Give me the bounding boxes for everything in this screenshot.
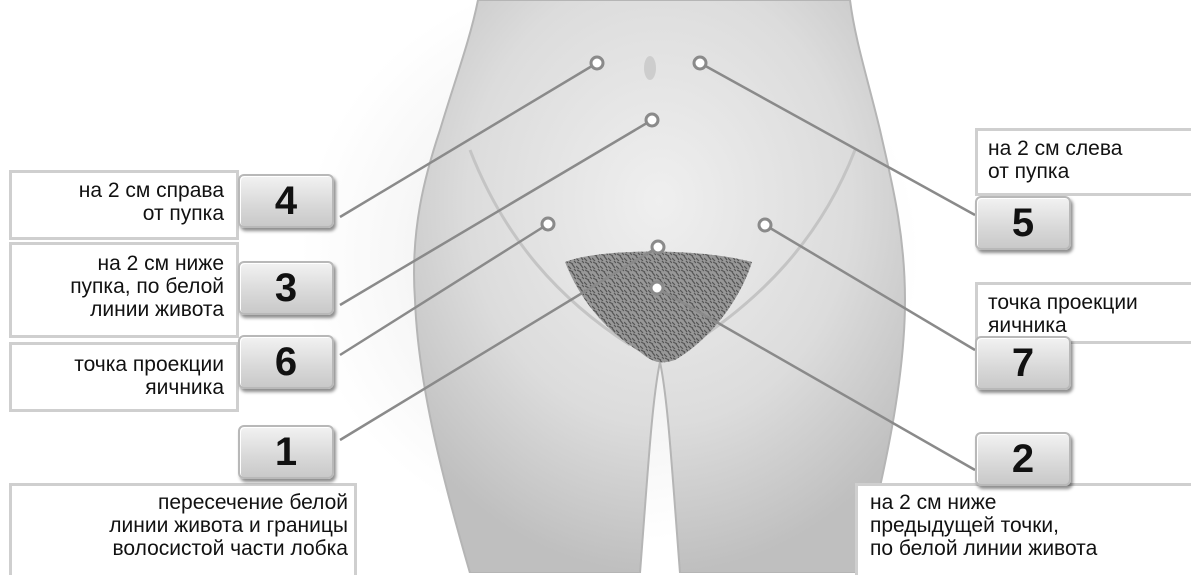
- point-3: [646, 114, 658, 126]
- label-4: на 2 см справа от пупка: [9, 170, 239, 240]
- label-2: на 2 см ниже предыдущей точки, по белой …: [855, 483, 1191, 575]
- navel: [644, 56, 656, 80]
- point-5: [694, 57, 706, 69]
- label-6: точка проекции яичника: [9, 342, 239, 412]
- badge-5: 5: [975, 196, 1071, 250]
- point-4: [591, 57, 603, 69]
- point-2: [651, 282, 663, 294]
- badge-2: 2: [975, 432, 1071, 486]
- point-6: [542, 218, 554, 230]
- label-1: пересечение белой линии живота и границы…: [9, 483, 357, 575]
- badge-7: 7: [975, 336, 1071, 390]
- label-7: точка проекции яичника: [975, 282, 1191, 344]
- point-1: [652, 241, 664, 253]
- badge-3: 3: [238, 261, 334, 315]
- badge-6: 6: [238, 335, 334, 389]
- label-3: на 2 см ниже пупка, по белой линии живот…: [9, 242, 239, 338]
- label-5: на 2 см слева от пупка: [975, 128, 1191, 196]
- badge-1: 1: [238, 425, 334, 479]
- point-7: [759, 219, 771, 231]
- badge-4: 4: [238, 174, 334, 228]
